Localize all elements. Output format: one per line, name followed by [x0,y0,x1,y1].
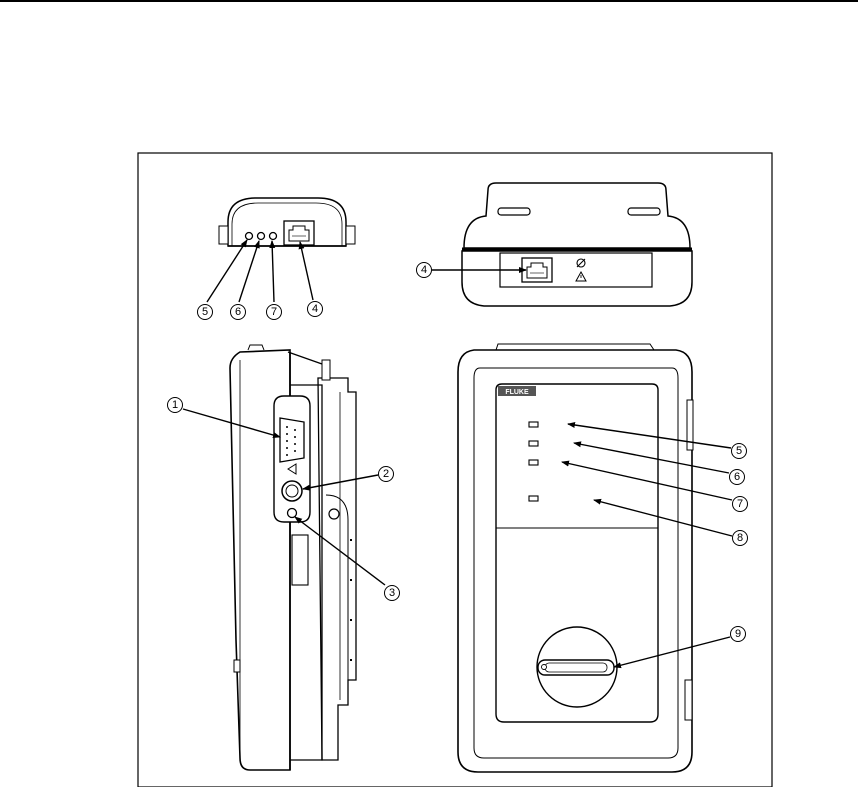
brand-label: FLUKE [498,386,536,396]
led-6-end [258,233,265,240]
rotary-dial [537,627,617,707]
callout-7-front: 7 [733,497,748,512]
callout-5-front: 5 [732,444,747,459]
svg-text:2: 2 [383,468,389,480]
callout-9-front: 9 [731,627,746,642]
rj45-jack-end [284,221,314,245]
serial-port-connector [280,418,304,462]
callout-4-top-view: 4 [417,263,432,278]
main-unit-top-view [462,183,692,306]
brand-label-text: FLUKE [505,389,529,396]
small-jack [288,509,297,518]
callout-8-front: 8 [733,531,748,546]
callout-6-front: 6 [730,470,745,485]
led-5-front [529,422,538,427]
svg-text:7: 7 [271,306,277,318]
svg-text:6: 6 [235,306,241,318]
svg-text:3: 3 [389,587,395,599]
callout-3: 3 [385,586,400,601]
ac-adapter-jack [282,481,302,501]
led-7-front [529,460,538,465]
svg-text:1: 1 [172,399,178,411]
led-6-front [529,441,538,446]
svg-text:5: 5 [202,306,208,318]
svg-text:8: 8 [737,532,743,544]
main-unit-side-view [230,345,356,770]
svg-text:9: 9 [735,628,741,640]
led-8-front [529,496,538,501]
svg-text:7: 7 [737,498,743,510]
svg-text:4: 4 [421,264,427,276]
rj45-jack-top [522,258,552,282]
callout-5-top: 5 [198,305,213,320]
led-5-end [246,233,253,240]
remote-end-view [219,198,355,246]
svg-text:6: 6 [734,471,740,483]
svg-text:5: 5 [736,445,742,457]
main-unit-front-view: FLUKE [458,344,693,772]
callout-7-top: 7 [267,305,282,320]
callout-2: 2 [379,467,394,482]
led-7-end [270,233,277,240]
svg-text:4: 4 [312,303,318,315]
callout-6-top: 6 [231,305,246,320]
callout-4-end: 4 [308,302,323,317]
callout-1: 1 [168,398,183,413]
